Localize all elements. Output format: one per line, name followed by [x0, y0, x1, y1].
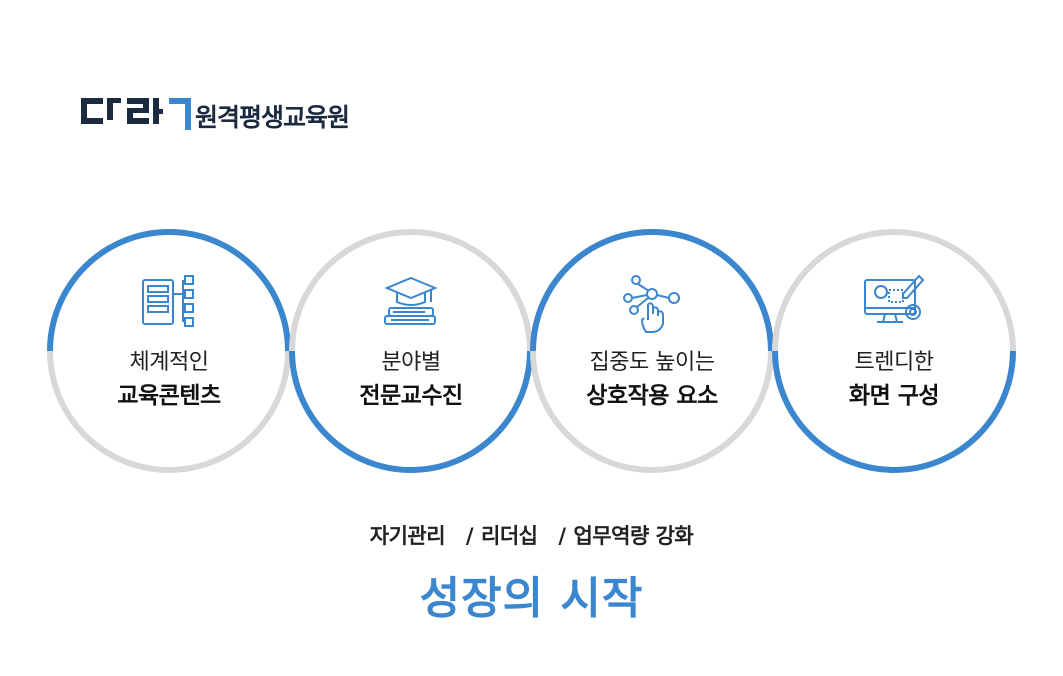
- ring: [47, 229, 291, 473]
- ring: [530, 229, 774, 473]
- feature-subtitle: 상호작용 요소: [586, 383, 718, 409]
- logo-name: 원격평생교육원: [195, 103, 350, 132]
- graduation-cap-books-icon: [384, 276, 438, 325]
- feature-title: 체계적인: [129, 350, 209, 375]
- feature-subtitle: 교육콘텐츠: [117, 383, 221, 409]
- feature-card-content: 체계적인 교육콘텐츠: [46, 228, 292, 474]
- ring: [772, 229, 1016, 473]
- tagline-separator: /: [465, 524, 474, 548]
- feature-card-design: 트렌디한 화면 구성: [771, 228, 1017, 474]
- tagline-item-competency: 업무역량 강화: [573, 524, 694, 548]
- feature-card-interaction: 집중도 높이는 상호작용 요소: [529, 228, 775, 474]
- feature-title: 트렌디한: [854, 350, 934, 375]
- feature-card-faculty: 분야별 전문교수진: [288, 228, 534, 474]
- feature-title: 집중도 높이는: [589, 350, 715, 375]
- headline: 성장의 시작: [419, 573, 644, 624]
- feature-subtitle: 화면 구성: [848, 383, 940, 409]
- tagline-item-self-management: 자기관리: [369, 524, 446, 548]
- sitemap-document-icon: [142, 275, 194, 327]
- tagline-separator: /: [558, 524, 566, 548]
- feature-subtitle: 전문교수진: [359, 383, 463, 409]
- tagline: 자기관리 / 리더십 / 업무역량 강화: [0, 520, 1063, 550]
- touch-network-icon: [623, 275, 680, 333]
- logo-mark-icon: [81, 98, 191, 130]
- feature-title: 분야별: [381, 350, 441, 375]
- monitor-design-icon: [864, 274, 925, 323]
- logo: 원격평생교육원: [81, 96, 350, 132]
- tagline-item-leadership: 리더십: [481, 524, 538, 548]
